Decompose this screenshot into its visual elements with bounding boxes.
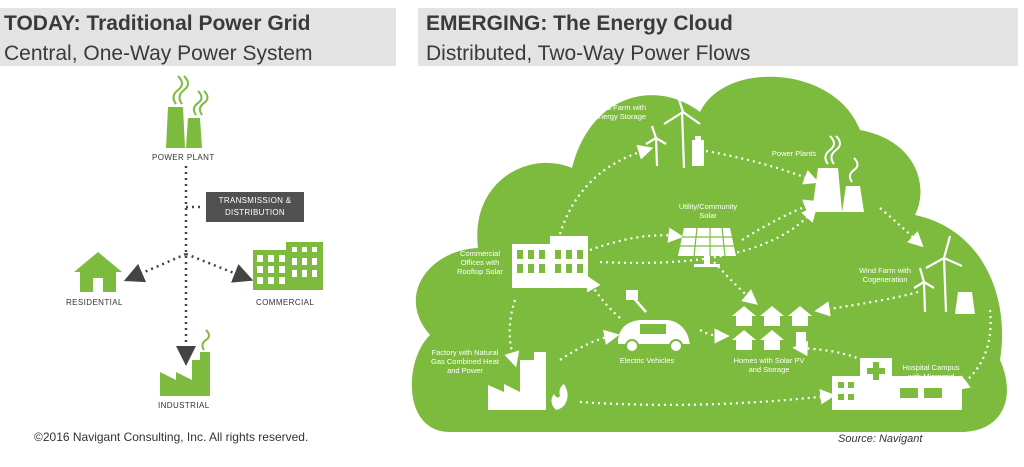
- transmission-label-line1: TRANSMISSION &: [218, 196, 292, 205]
- power-plant-icon: [166, 75, 209, 148]
- right-title: EMERGING: The Energy Cloud: [426, 12, 733, 35]
- power-plants-icon: [812, 135, 864, 212]
- hospital-campus-icon: [832, 358, 962, 410]
- residential-label: RESIDENTIAL: [66, 298, 123, 307]
- utility-solar-label-line1: Utility/Community: [678, 202, 738, 211]
- power-plants-label: Power Plants: [771, 149, 817, 158]
- copyright-text: ©2016 Navigant Consulting, Inc. All righ…: [34, 430, 309, 444]
- industrial-label: INDUSTRIAL: [158, 401, 210, 410]
- power-plant-label: POWER PLANT: [152, 153, 215, 162]
- wind-storage-label-line1: Wind Farm with: [593, 103, 647, 112]
- wind-storage-label-line2: Energy Storage: [593, 112, 647, 121]
- commercial-offices-label-line2: Offices with: [460, 258, 500, 267]
- wind-cogeneration-label-line2: Cogeneration: [862, 275, 908, 284]
- factory-chp-icon: [488, 352, 568, 410]
- left-title: TODAY: Traditional Power Grid: [4, 12, 311, 35]
- commercial-offices-label-line1: Commercial: [459, 249, 500, 258]
- commercial-label: COMMERCIAL: [256, 298, 315, 307]
- left-subtitle: Central, One-Way Power System: [4, 42, 313, 65]
- wind-turbine-storage-icon: [645, 89, 704, 169]
- hospital-label: Hospital Campus with Microgrid: [898, 363, 964, 381]
- right-header: EMERGING: The Energy Cloud Distributed, …: [418, 8, 1018, 66]
- wind-cogeneration-icon: [913, 235, 975, 314]
- factory-label-line2: Gas Combined Heat: [431, 357, 499, 366]
- industrial-factory-icon: [160, 329, 210, 396]
- homes-solar-icon: [732, 306, 812, 350]
- factory-label-line3: and Power: [447, 366, 483, 375]
- commercial-offices-label-line3: Rooftop Solar: [457, 267, 503, 276]
- right-subtitle: Distributed, Two-Way Power Flows: [426, 42, 751, 65]
- factory-label: Factory with Natural Gas Combined Heat a…: [426, 348, 504, 375]
- residential-house-icon: [74, 252, 122, 292]
- homes-label: Homes with Solar PV and Storage: [728, 356, 810, 374]
- transmission-box: TRANSMISSION & DISTRIBUTION: [206, 192, 304, 222]
- solar-panel-icon: [678, 227, 736, 267]
- electric-vehicles-label: Electric Vehicles: [619, 356, 675, 365]
- commercial-offices-label: Commercial Offices with Rooftop Solar: [452, 249, 508, 276]
- wind-cogeneration-label: Wind Farm with Cogeneration: [852, 266, 918, 284]
- wind-cogeneration-label-line1: Wind Farm with: [858, 266, 912, 275]
- factory-label-line1: Factory with Natural: [431, 348, 499, 357]
- electric-vehicle-icon: [618, 290, 690, 353]
- utility-solar-label: Utility/Community Solar: [676, 202, 740, 220]
- homes-label-line2: and Storage: [748, 365, 790, 374]
- flow-lines: [123, 166, 254, 366]
- hospital-label-line2: with Microgrid: [907, 372, 955, 381]
- commercial-offices-icon: [512, 236, 588, 288]
- source-text: Source: Navigant: [838, 433, 923, 445]
- transmission-label-line2: DISTRIBUTION: [224, 208, 286, 217]
- utility-solar-label-line2: Solar: [699, 211, 717, 220]
- commercial-building-icon: [253, 242, 323, 290]
- hospital-label-line1: Hospital Campus: [902, 363, 960, 372]
- wind-storage-label: Wind Farm with Energy Storage: [588, 103, 652, 121]
- left-header: TODAY: Traditional Power Grid Central, O…: [0, 8, 396, 66]
- homes-label-line1: Homes with Solar PV: [733, 356, 805, 365]
